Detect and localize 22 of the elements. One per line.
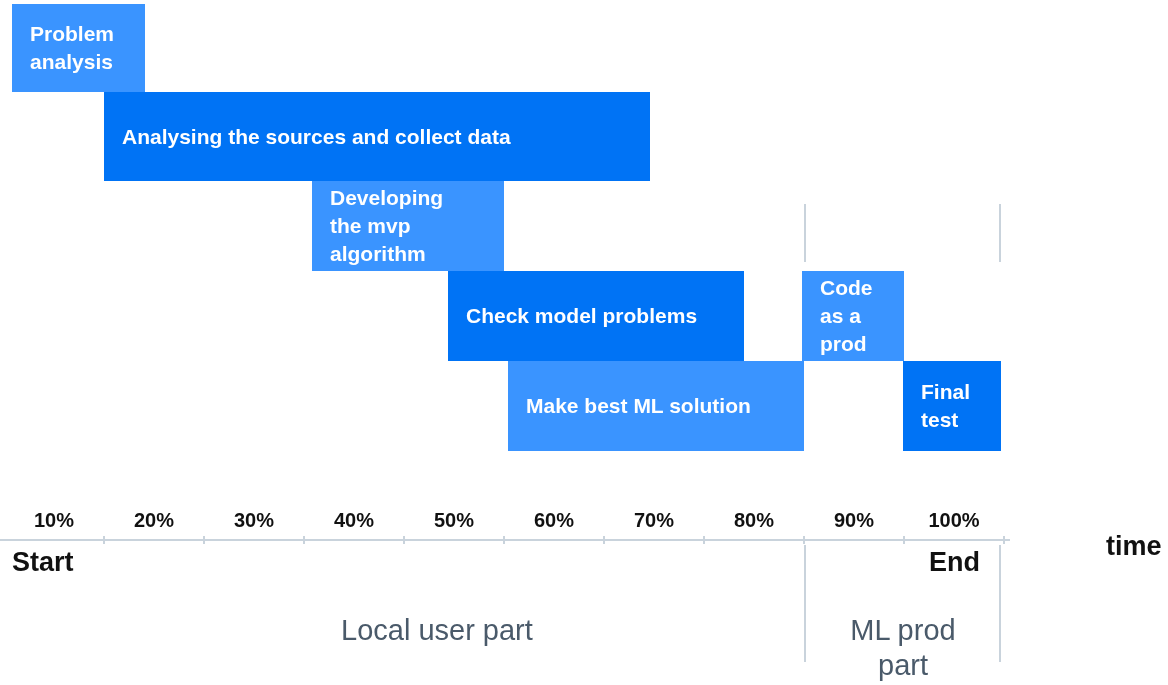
percent-label: 80%: [734, 508, 775, 532]
task-bar: Check model problems: [448, 271, 744, 361]
percent-label: 70%: [634, 508, 675, 532]
task-bar: Problem analysis: [12, 4, 145, 92]
task-bar: Analysing the sources and collect data: [104, 92, 650, 181]
percent-label: 20%: [134, 508, 175, 532]
axis-title: time: [1106, 530, 1162, 563]
percent-label: 90%: [834, 508, 875, 532]
percent-label: 50%: [434, 508, 475, 532]
task-bar: Final test: [903, 361, 1001, 451]
percent-label: 60%: [534, 508, 575, 532]
task-bar: Code as a prod: [802, 271, 904, 361]
task-bar: Developing the mvp algorithm: [312, 181, 504, 271]
percent-label: 40%: [334, 508, 375, 532]
percent-label: 30%: [234, 508, 275, 532]
percent-label: 10%: [34, 508, 75, 532]
task-bar: Make best ML solution: [508, 361, 804, 451]
start-label: Start: [12, 546, 74, 579]
phase-label: Local user part: [341, 613, 533, 648]
end-label: End: [929, 546, 980, 579]
phase-label: ML prod part: [849, 613, 957, 683]
percent-label: 100%: [928, 508, 980, 532]
